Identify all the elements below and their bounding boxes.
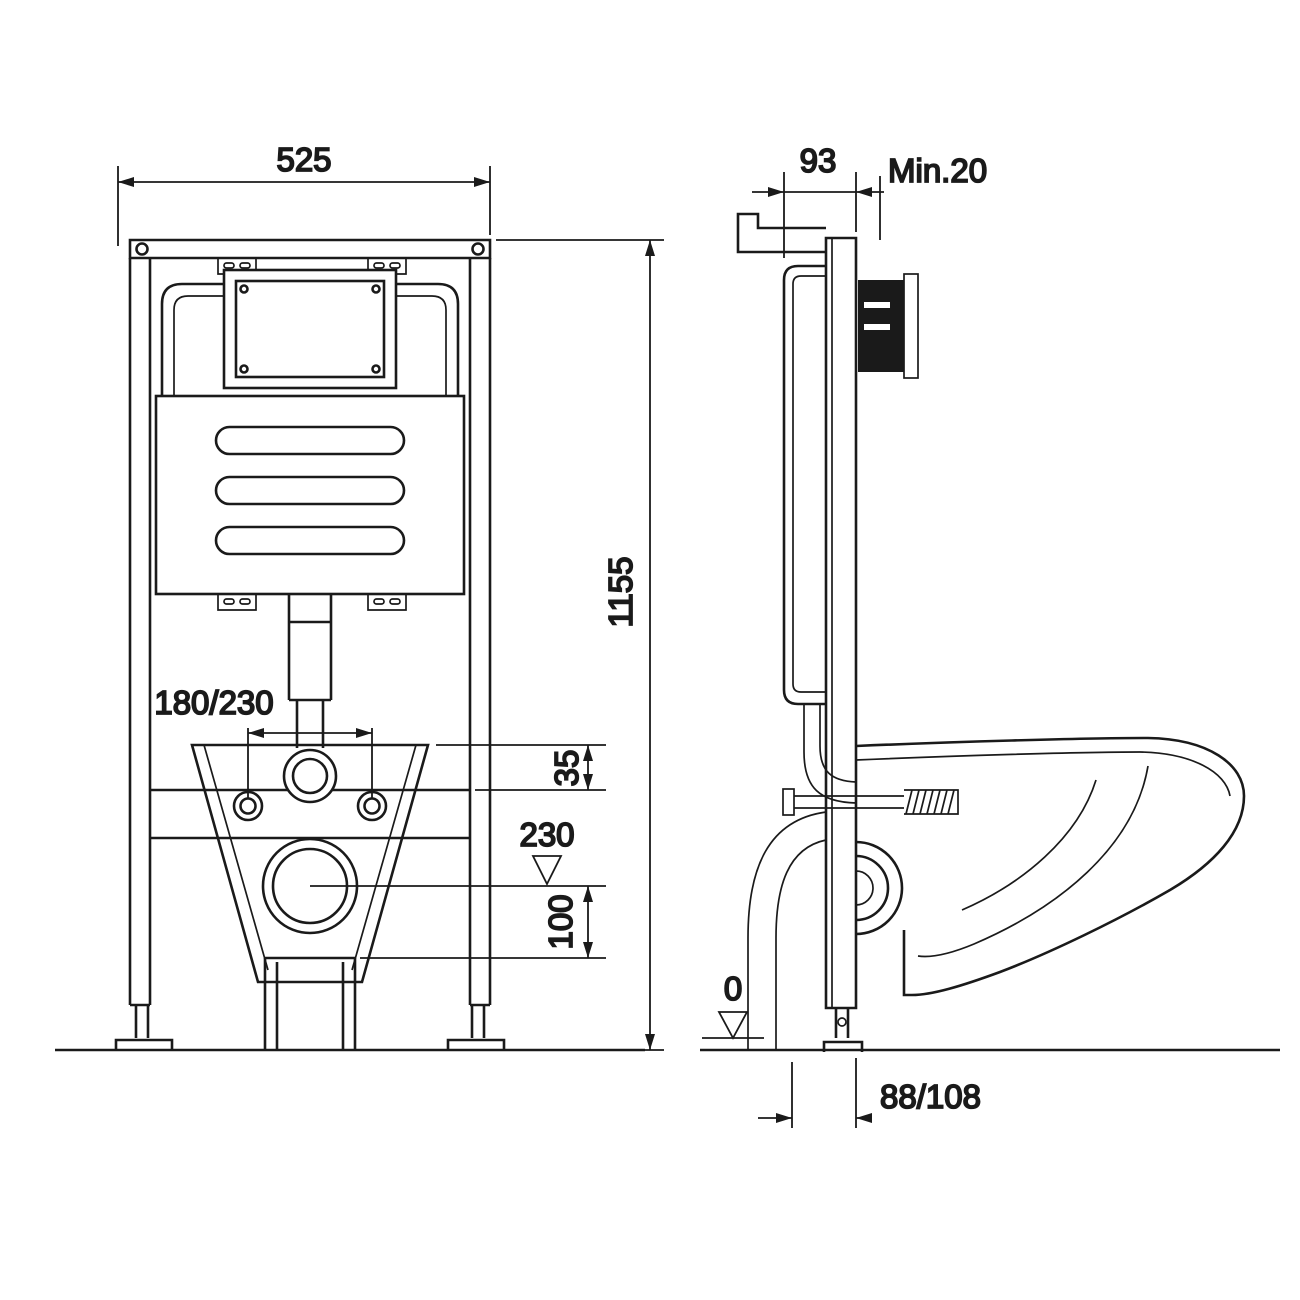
dim-depth-93: 93	[752, 141, 884, 258]
waste-bend-side	[747, 811, 827, 1050]
dim-width-525: 525	[117, 140, 491, 246]
dim-outlet-drop-100: 100	[360, 886, 606, 959]
dim-label-floor-level: 0	[724, 970, 742, 1007]
dim-label-bolt-spacing: 180/230	[154, 684, 273, 721]
dim-label-depth: 93	[800, 142, 837, 179]
mounting-frame-side	[822, 236, 864, 1052]
dim-label-rim-offset: 35	[548, 750, 585, 787]
dim-outlet-setout: 88/108	[758, 1058, 982, 1128]
dim-height-1155: 1155	[496, 239, 664, 1051]
level-floor-0: 0	[702, 969, 764, 1040]
dim-label-outlet-drop: 100	[542, 894, 579, 949]
level-outlet-230: 230	[310, 815, 606, 887]
dim-label-outlet-setout: 88/108	[880, 1078, 981, 1115]
bowl-outline-front	[190, 743, 430, 984]
flush-pipe-connector	[282, 748, 338, 804]
dim-label-outlet-height: 230	[519, 816, 574, 853]
toilet-bowl-side	[855, 736, 1246, 997]
side-view: 93 Min.20 0 88/108	[700, 141, 1280, 1128]
access-panel	[222, 268, 398, 390]
wall-bracket-side	[736, 212, 826, 254]
outlet-socket-side	[855, 840, 904, 936]
cistern-side	[782, 264, 826, 706]
bottom-mounting-tabs	[217, 594, 407, 611]
dim-rim-offset-35: 35	[436, 744, 606, 791]
flush-pipe-front	[287, 594, 333, 748]
cistern-tank	[154, 394, 466, 596]
dim-bolt-spacing: 180/230	[153, 683, 373, 798]
front-view: 525 1155 180/230 35 230	[55, 140, 664, 1052]
dim-label-width: 525	[276, 141, 331, 178]
dim-label-wall-min: Min.20	[888, 152, 987, 189]
flush-elbow-side	[803, 704, 857, 804]
dim-wall-min20: Min.20	[879, 151, 988, 240]
dim-label-height: 1155	[602, 557, 639, 628]
outlet-duct-front	[263, 956, 357, 1050]
fixing-stud-side	[782, 788, 959, 816]
flush-plate-section	[858, 273, 919, 379]
